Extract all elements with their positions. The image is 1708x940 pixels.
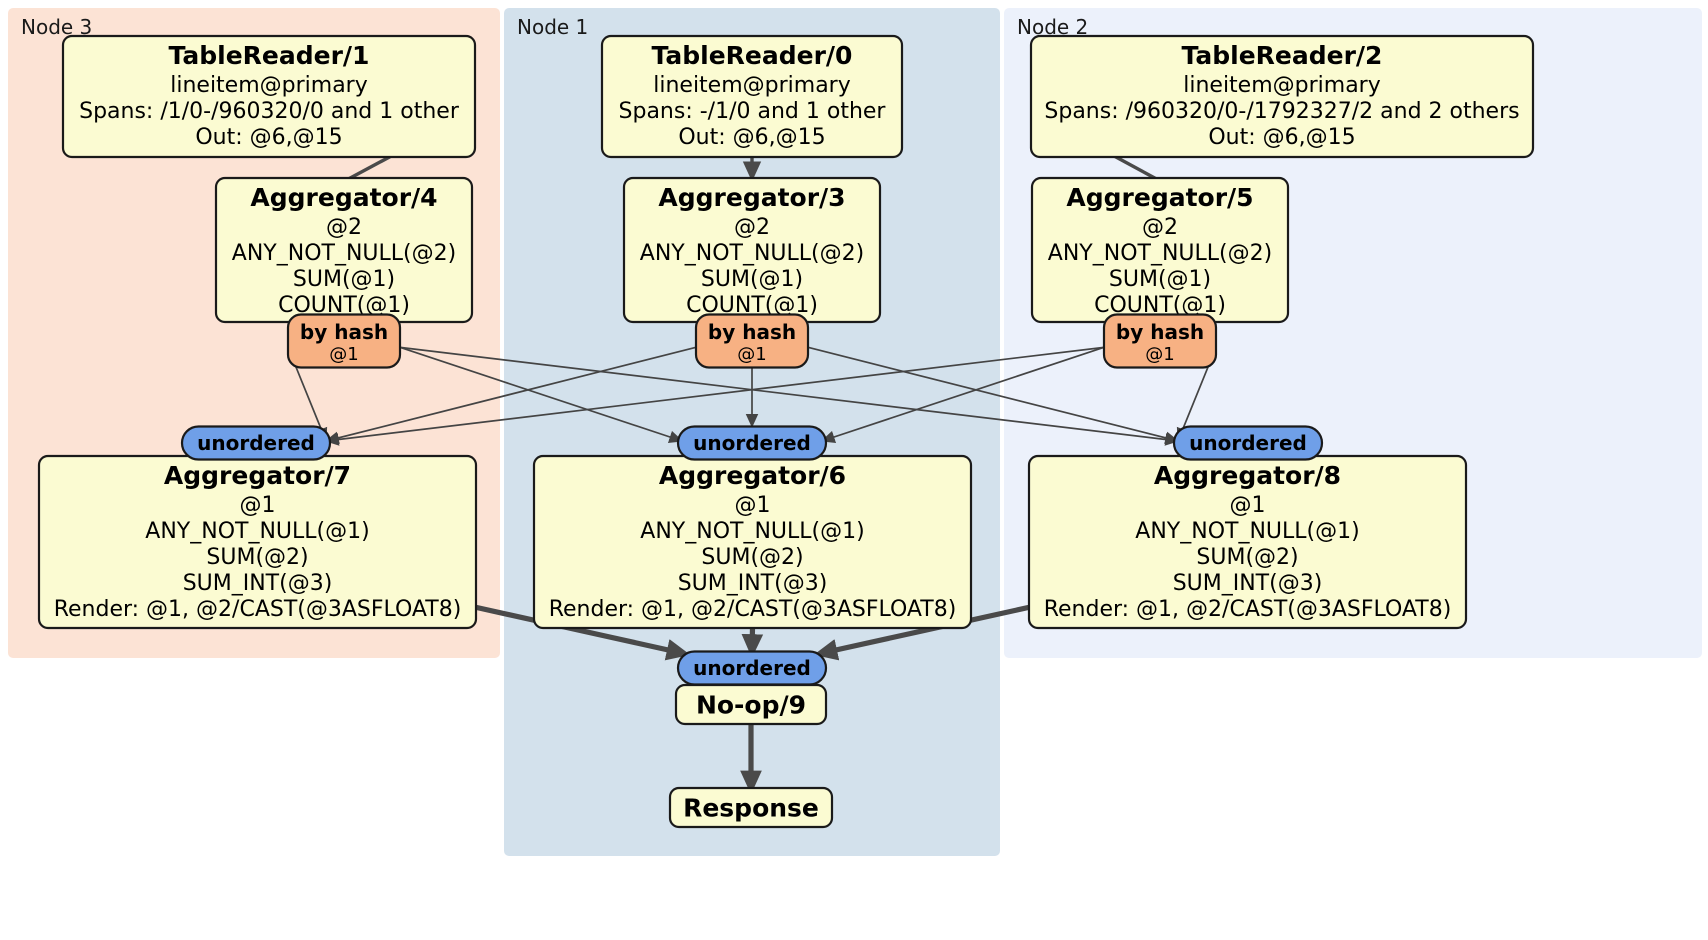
processor-detail-line: SUM_INT(@3) [183, 571, 333, 596]
hash-router-label: by hash [1116, 320, 1204, 344]
processor-detail-line: Spans: -/1/0 and 1 other [619, 99, 887, 124]
processor-detail-line: lineitem@primary [653, 73, 851, 98]
edge-agg8-to-sync9 [813, 603, 1036, 661]
processor-detail-line: ANY_NOT_NULL(@1) [1135, 519, 1359, 544]
router-hash4[interactable]: by hash@1 [286, 313, 402, 369]
processor-agg8[interactable]: Aggregator/8 @1ANY_NOT_NULL(@1)SUM(@2)SUM… [1027, 454, 1468, 630]
router-hash3[interactable]: by hash@1 [694, 313, 810, 369]
processor-detail-line: Out: @6,@15 [1208, 125, 1355, 150]
processor-detail-line: SUM(@2) [1196, 545, 1298, 570]
processor-agg6[interactable]: Aggregator/6 @1ANY_NOT_NULL(@1)SUM(@2)SUM… [532, 454, 973, 630]
unordered-sync-label: unordered [693, 656, 811, 680]
processor-detail-line: Spans: /1/0-/960320/0 and 1 other [79, 99, 460, 124]
processor-detail-line: Render: @1, @2/CAST(@3ASFLOAT8) [1044, 597, 1452, 622]
processor-detail-line: SUM(@1) [701, 267, 803, 292]
router-hash5[interactable]: by hash@1 [1102, 313, 1218, 369]
hash-router-column: @1 [329, 344, 358, 365]
unordered-sync-label: unordered [1189, 431, 1307, 455]
processor-title: No-op/9 [696, 691, 806, 720]
processor-title: Aggregator/5 [1066, 183, 1253, 212]
hash-router-column: @1 [737, 344, 766, 365]
unordered-sync-badge[interactable] [1172, 425, 1324, 461]
processor-agg3[interactable]: Aggregator/3@2ANY_NOT_NULL(@2)SUM(@1)COU… [622, 176, 882, 324]
edge-hash5-to-sync7 [324, 346, 1105, 446]
edge-hash4-to-sync8 [399, 346, 1180, 446]
processor-title: Aggregator/7 [164, 461, 351, 490]
processor-detail-line: ANY_NOT_NULL(@2) [640, 241, 864, 266]
hash-router-column: @1 [1145, 344, 1174, 365]
processor-title: Aggregator/3 [658, 183, 845, 212]
unordered-sync-badge[interactable] [676, 425, 828, 461]
edge-hash4-to-sync6 [399, 346, 684, 444]
processor-detail-line: Render: @1, @2/CAST(@3ASFLOAT8) [549, 597, 957, 622]
processor-box[interactable] [668, 786, 834, 829]
processor-response[interactable]: Response [668, 786, 834, 829]
processor-detail-line: ANY_NOT_NULL(@1) [640, 519, 864, 544]
processor-agg4[interactable]: Aggregator/4@2ANY_NOT_NULL(@2)SUM(@1)COU… [214, 176, 474, 324]
processor-detail-line: @2 [734, 215, 770, 240]
processor-detail-line: @1 [735, 493, 771, 518]
unordered-sync-badge[interactable] [180, 425, 332, 461]
processor-detail-line: @1 [240, 493, 276, 518]
processor-detail-line: Out: @6,@15 [195, 125, 342, 150]
processor-detail-line: SUM(@2) [206, 545, 308, 570]
processor-detail-line: Render: @1, @2/CAST(@3ASFLOAT8) [54, 597, 462, 622]
processor-title: Aggregator/4 [250, 183, 437, 212]
processor-title: Response [683, 794, 819, 823]
edge-agg6-to-sync9 [741, 627, 764, 658]
processor-detail-line: SUM(@2) [701, 545, 803, 570]
processor-detail-line: @1 [1230, 493, 1266, 518]
processor-detail-line: ANY_NOT_NULL(@1) [145, 519, 369, 544]
processor-agg7[interactable]: Aggregator/7 @1ANY_NOT_NULL(@1)SUM(@2)SUM… [37, 454, 478, 630]
processor-agg5[interactable]: Aggregator/5@2ANY_NOT_NULL(@2)SUM(@1)COU… [1030, 176, 1290, 324]
unordered-sync-label: unordered [197, 431, 315, 455]
processor-title: TableReader/0 [652, 41, 853, 70]
processor-detail-line: @2 [326, 215, 362, 240]
node-panel-label: Node 1 [517, 15, 588, 39]
processor-box[interactable] [600, 34, 904, 159]
processor-detail-line: Out: @6,@15 [678, 125, 825, 150]
synchronizer-sync8[interactable]: unordered [1172, 425, 1324, 461]
processor-noop9[interactable]: No-op/9 [674, 683, 828, 726]
hash-router-badge[interactable] [286, 313, 402, 369]
processor-detail-line: @2 [1142, 215, 1178, 240]
processor-title: Aggregator/8 [1154, 461, 1341, 490]
processor-box[interactable] [1029, 34, 1535, 159]
processor-title: Aggregator/6 [659, 461, 846, 490]
unordered-sync-label: unordered [693, 431, 811, 455]
processor-detail-line: Spans: /960320/0-/1792327/2 and 2 others [1044, 99, 1519, 124]
synchronizer-sync6[interactable]: unordered [676, 425, 828, 461]
processor-detail-line: lineitem@primary [170, 73, 368, 98]
processor-detail-line: ANY_NOT_NULL(@2) [232, 241, 456, 266]
hash-router-badge[interactable] [1102, 313, 1218, 369]
processor-detail-line: SUM_INT(@3) [1173, 571, 1323, 596]
processor-detail-line: SUM(@1) [1109, 267, 1211, 292]
unordered-sync-badge[interactable] [676, 650, 828, 686]
processor-title: TableReader/2 [1182, 41, 1383, 70]
synchronizer-sync7[interactable]: unordered [180, 425, 332, 461]
edge-hash3-to-sync8 [807, 346, 1180, 445]
processor-detail-line: SUM_INT(@3) [678, 571, 828, 596]
hash-router-label: by hash [708, 320, 796, 344]
processor-detail-line: lineitem@primary [1183, 73, 1381, 98]
synchronizer-sync9[interactable]: unordered [676, 650, 828, 686]
hash-router-label: by hash [300, 320, 388, 344]
hash-router-badge[interactable] [694, 313, 810, 369]
edge-hash5-to-sync6 [820, 346, 1105, 444]
processor-title: TableReader/1 [169, 41, 370, 70]
processor-detail-line: ANY_NOT_NULL(@2) [1048, 241, 1272, 266]
processor-box[interactable] [61, 34, 477, 159]
edge-agg7-to-sync9 [469, 603, 691, 661]
processor-detail-line: SUM(@1) [293, 267, 395, 292]
edge-hash3-to-sync7 [324, 346, 697, 445]
